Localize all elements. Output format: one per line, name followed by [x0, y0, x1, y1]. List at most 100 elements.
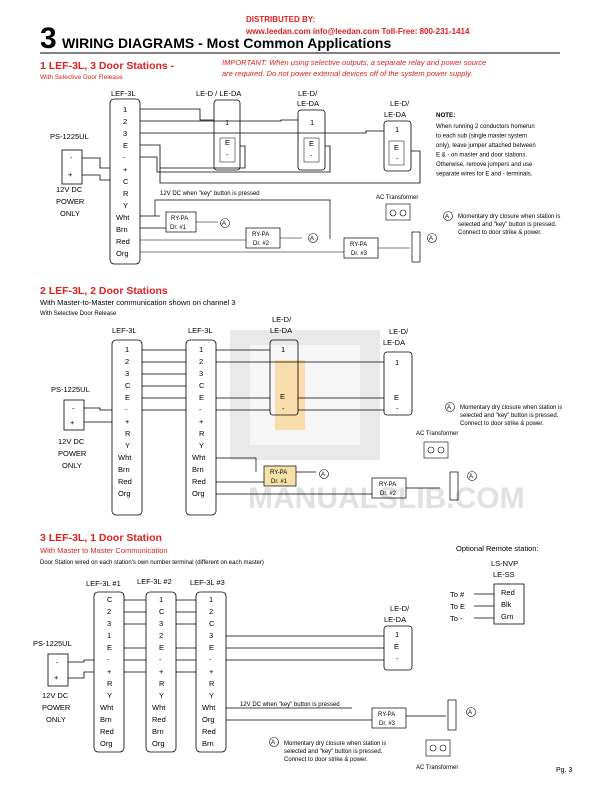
- door-strike: [411, 231, 421, 263]
- terminal-label: 2: [123, 117, 127, 126]
- terminal-label: E: [159, 643, 164, 652]
- diagram-1: 1 LEF-3L, 3 Door Stations - With Selecti…: [40, 58, 560, 265]
- terminal-label: Red: [152, 715, 166, 724]
- terminal-label: Wht: [152, 703, 166, 712]
- svg-text:PS-1225UL: PS-1225UL: [51, 385, 90, 394]
- svg-text:A: A: [310, 236, 314, 242]
- page-title: WIRING DIAGRAMS - Most Common Applicatio…: [62, 35, 391, 51]
- svg-text:-: -: [226, 150, 229, 159]
- terminal-label: 2: [209, 607, 213, 616]
- svg-text:12V DC when "key" button is pr: 12V DC when "key" button is pressed: [240, 702, 340, 708]
- terminal-label: Wht: [116, 213, 130, 222]
- svg-text:LE-DA: LE-DA: [297, 99, 319, 108]
- terminal-label: Red: [202, 727, 216, 736]
- remote-station: [493, 583, 525, 625]
- door-station-a: [269, 339, 299, 416]
- terminal-label: 3: [209, 631, 213, 640]
- master-label: LEF-3L: [111, 89, 136, 98]
- terminal-label: +: [107, 667, 112, 676]
- terminal-label: -: [209, 655, 212, 664]
- terminal-label: Y: [199, 441, 204, 450]
- svg-text:RY-PA: RY-PA: [379, 482, 396, 488]
- terminal-label: Brn: [116, 225, 128, 234]
- svg-text:E: E: [309, 139, 314, 148]
- legend-line: selected and "key" button is pressed.: [284, 749, 383, 755]
- svg-text:12V DC: 12V DC: [56, 185, 83, 194]
- note-line: Otherwise, remove jumpers and use: [436, 162, 533, 168]
- svg-text:Dr. #2: Dr. #2: [380, 491, 397, 497]
- terminal-label: Wht: [100, 703, 114, 712]
- svg-text:With Master to Master Communic: With Master to Master Communication: [40, 546, 168, 555]
- diagram-2: 2 LEF-3L, 2 Door Stations With Master-to…: [40, 285, 562, 516]
- important-note: IMPORTANT: When using selective outputs,…: [222, 58, 486, 67]
- terminal-label: Brn: [100, 715, 112, 724]
- terminal-label: C: [125, 381, 131, 390]
- svg-text:A: A: [468, 710, 472, 716]
- svg-text:-: -: [396, 154, 399, 163]
- terminal-label: R: [107, 679, 113, 688]
- note-line: When running 2 conductors homerun: [436, 124, 535, 130]
- svg-text:A: A: [447, 405, 451, 411]
- svg-text:E: E: [394, 143, 399, 152]
- terminal-label: Red: [100, 727, 114, 736]
- section-number: 3: [40, 22, 57, 55]
- diagram1-title: 1 LEF-3L, 3 Door Stations -: [40, 60, 175, 72]
- svg-text:AC Transformer: AC Transformer: [416, 765, 458, 771]
- terminal-label: Org: [116, 249, 129, 258]
- svg-text:LE-DA: LE-DA: [270, 326, 292, 335]
- svg-text:RY-PA: RY-PA: [350, 242, 367, 248]
- terminal-label: 3: [159, 619, 163, 628]
- terminal-label: +: [125, 417, 130, 426]
- distributed-by: DISTRIBUTED BY:: [246, 15, 315, 24]
- svg-text:1: 1: [281, 345, 285, 354]
- terminal-label: Y: [159, 691, 164, 700]
- svg-text:-: -: [56, 658, 59, 667]
- relay-3-3: [371, 707, 407, 729]
- terminal-label: Y: [125, 441, 130, 450]
- svg-text:AC Transformer: AC Transformer: [416, 431, 458, 437]
- svg-text:A: A: [222, 221, 226, 227]
- svg-text:Dr. #3: Dr. #3: [351, 251, 368, 257]
- terminal-label: Org: [152, 739, 165, 748]
- remote-wire-color: Red: [501, 588, 515, 597]
- station2-label: LE-D/: [298, 89, 318, 98]
- master-1: [111, 339, 143, 516]
- terminal-label: Wht: [202, 703, 216, 712]
- note-line: to each sub (single master system: [436, 134, 527, 140]
- terminal-label: 1: [123, 105, 127, 114]
- terminal-label: Y: [123, 201, 128, 210]
- svg-text:POWER: POWER: [42, 703, 71, 712]
- terminal-label: C: [107, 595, 113, 604]
- legend-line: selected and "key" button is pressed.: [460, 413, 559, 419]
- svg-text:+: +: [68, 170, 73, 179]
- terminal-label: Red: [116, 237, 130, 246]
- svg-text:POWER: POWER: [56, 197, 85, 206]
- svg-text:-: -: [282, 404, 285, 413]
- terminal-label: -: [159, 655, 162, 664]
- svg-text:1: 1: [395, 358, 399, 367]
- terminal-label: R: [159, 679, 165, 688]
- svg-text:Dr. #1: Dr. #1: [170, 225, 187, 231]
- diagram-3: 3 LEF-3L, 1 Door Station With Master to …: [33, 532, 539, 771]
- remote-to-label: To #: [450, 590, 465, 599]
- terminal-label: 1: [209, 595, 213, 604]
- svg-text:1: 1: [395, 630, 399, 639]
- svg-text:A: A: [321, 472, 325, 478]
- door-station-1: [213, 99, 241, 171]
- svg-text:1: 1: [225, 118, 229, 127]
- svg-text:LEF-3L #1: LEF-3L #1: [86, 579, 121, 588]
- svg-text:E: E: [280, 392, 285, 401]
- svg-text:1: 1: [395, 125, 399, 134]
- legend-line: Momentary dry closure when station is: [284, 741, 386, 747]
- svg-text:ONLY: ONLY: [62, 461, 82, 470]
- note-line: E & - on master and door stations.: [436, 153, 527, 159]
- note-title: NOTE:: [436, 112, 455, 119]
- terminal-label: 2: [199, 357, 203, 366]
- svg-text:Dr. #3: Dr. #3: [379, 721, 396, 727]
- terminal-label: C: [199, 381, 205, 390]
- terminal-label: Wht: [118, 453, 132, 462]
- terminal-label: 2: [125, 357, 129, 366]
- terminal-label: Brn: [118, 465, 130, 474]
- terminal-label: 3: [199, 369, 203, 378]
- svg-text:12V DC: 12V DC: [58, 437, 85, 446]
